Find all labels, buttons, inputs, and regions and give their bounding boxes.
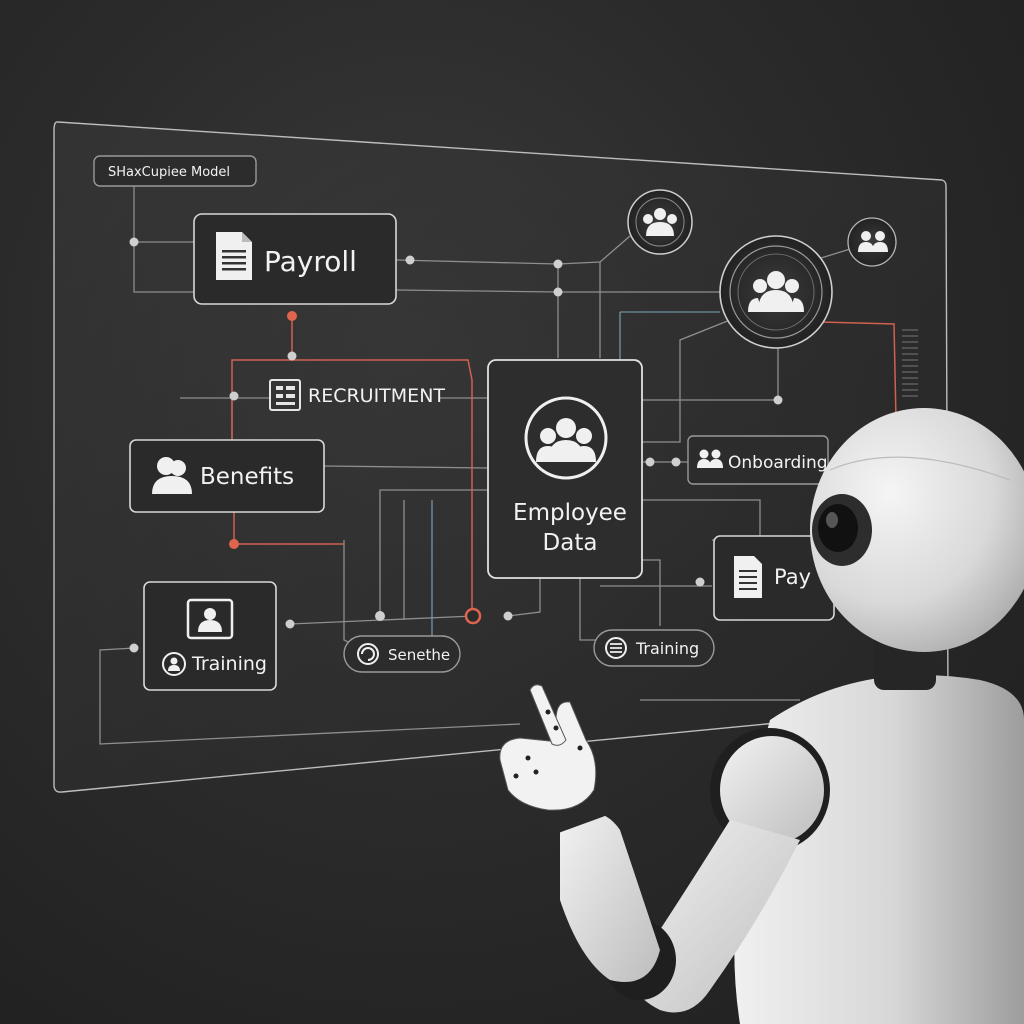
- form-icon: [269, 379, 301, 411]
- benefits-node[interactable]: Benefits: [129, 439, 325, 513]
- pay-label: Pay: [774, 565, 811, 589]
- robot-shoulder: [720, 736, 824, 844]
- pay-node[interactable]: Pay: [713, 535, 835, 621]
- recruitment-label: RECRUITMENT: [308, 385, 445, 407]
- model-label-text: SHaxCupiee Model: [108, 165, 230, 180]
- hub-large[interactable]: [719, 235, 833, 349]
- robot-head: [810, 408, 1024, 652]
- document-icon: [734, 556, 762, 598]
- benefits-label: Benefits: [200, 464, 294, 490]
- senethe-label: Senethe: [388, 646, 450, 664]
- training-node-left[interactable]: Training: [143, 581, 277, 691]
- people-group-icon: [858, 231, 888, 252]
- swirl-icon: [605, 637, 627, 659]
- person-circle-icon: [162, 652, 186, 676]
- avatar-icon: [186, 598, 234, 640]
- senethe-node[interactable]: Senethe: [343, 635, 461, 673]
- training-node-right[interactable]: Training: [593, 629, 715, 667]
- onboarding-label: Onboarding: [728, 453, 828, 473]
- hub-small-right[interactable]: [847, 217, 897, 267]
- connection-wires: [99, 186, 897, 745]
- people-group-icon: [697, 449, 723, 468]
- payroll-node[interactable]: Payroll: [193, 213, 397, 305]
- training-left-label: Training: [191, 653, 267, 675]
- payroll-label: Payroll: [264, 245, 357, 278]
- robot-hand: [499, 701, 597, 811]
- people-group-icon: [643, 208, 677, 236]
- document-icon: [216, 232, 252, 280]
- employee-data-node[interactable]: Employee Data: [487, 359, 643, 579]
- employee-data-label-line2: Data: [543, 530, 598, 556]
- onboarding-node[interactable]: Onboarding: [687, 435, 829, 485]
- robot-wrist: [539, 787, 611, 835]
- hub-small-top[interactable]: [627, 189, 693, 255]
- robot: [499, 408, 1024, 1024]
- person-icon: [152, 457, 192, 494]
- people-group-icon: [748, 271, 804, 312]
- people-group-icon: [536, 418, 596, 462]
- model-label: SHaxCupiee Model: [93, 155, 257, 187]
- swirl-icon: [357, 643, 379, 665]
- recruitment-node[interactable]: RECRUITMENT: [269, 379, 445, 411]
- robot-forearm: [560, 812, 660, 982]
- employee-data-label-line1: Employee: [513, 500, 627, 526]
- training-right-label: Training: [635, 639, 699, 658]
- scale-ticks: [902, 329, 918, 397]
